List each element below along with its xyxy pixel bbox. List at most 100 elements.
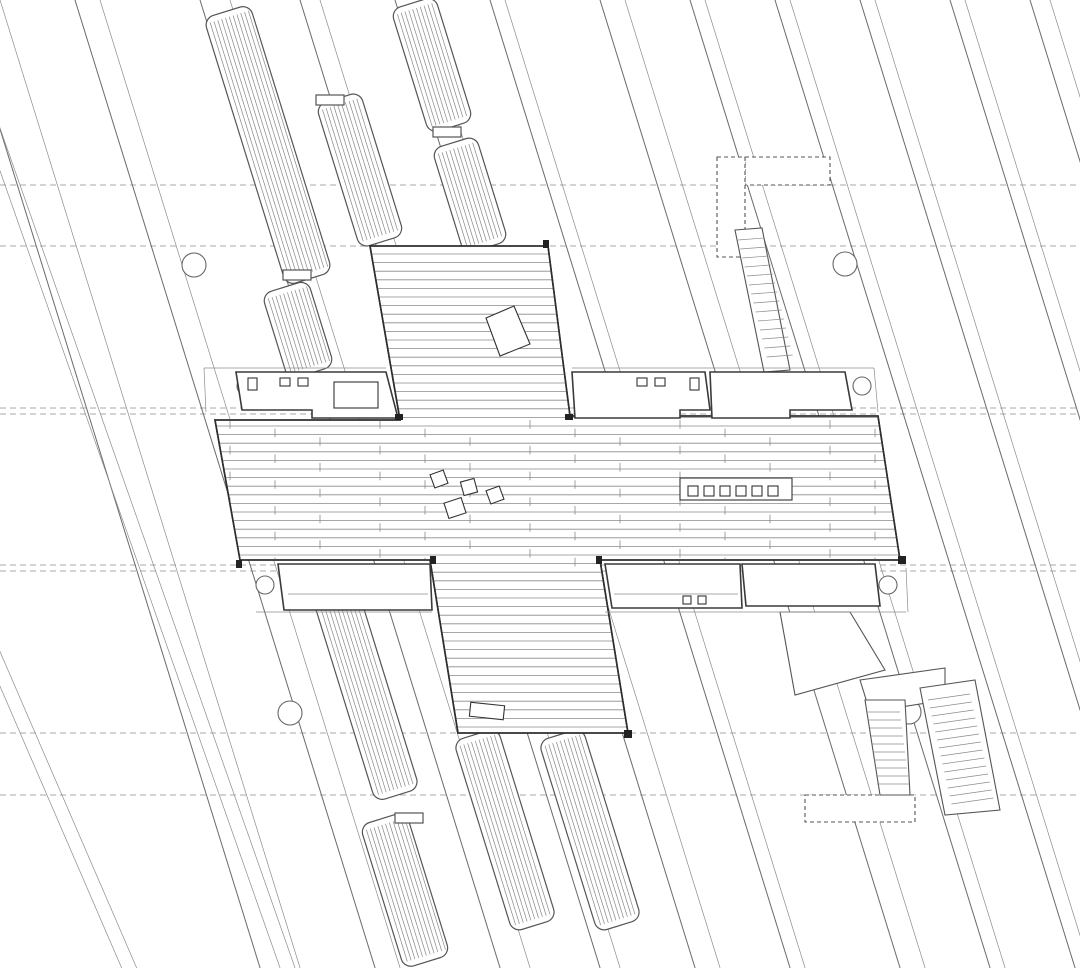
carriage-rib [404,11,441,125]
carriage-rib [471,741,528,922]
carriage-rib [302,287,327,363]
carriage-rib [419,6,456,120]
stair-tread [945,773,989,781]
column [878,575,898,595]
carriage-rib [548,744,605,925]
carriage-rib [352,99,395,232]
room-bottom-left [277,563,433,611]
toilet [689,377,700,391]
stair-tread [746,273,773,277]
stair-tread [949,789,992,797]
track-line [0,169,281,968]
carriage-rib [283,293,308,369]
carriage-rib [381,824,423,957]
corner-posts [236,240,906,738]
carriage-rib [377,826,420,959]
carriage-rib [482,738,539,919]
train-carriage [455,729,555,931]
column [832,251,858,277]
carriage-body [205,6,331,284]
carriage-rib [369,828,412,961]
carriage-rib [366,829,408,962]
carriage-rib [544,745,601,926]
carriage-rib [213,21,294,278]
carriage-rib [468,143,499,238]
stair-tread [947,781,990,789]
track-line [0,127,261,968]
carriage-rib [457,147,487,242]
carriage-body [263,281,333,379]
carriage-rib [373,827,416,960]
stair-tread [944,765,987,773]
train-carriage [361,813,449,967]
carriage-rib [490,735,547,916]
carriage-rib [351,585,414,785]
carriage-rib [240,13,321,270]
carriage-body [433,137,507,253]
carriage-rib [225,17,306,274]
track-line [1029,0,1080,163]
column [181,252,207,278]
carriage-rib [412,9,448,123]
carriage-rib [408,10,445,124]
stair-tread [764,345,791,349]
train-carriage [540,729,640,931]
carriage-rib [575,735,632,916]
basin [682,595,692,605]
carriage-rib [217,20,298,277]
carriage-rib [348,101,391,234]
room-top-right [571,371,711,419]
train-carriage [392,0,472,132]
carriage-rib [329,106,372,239]
carriage-rib [339,588,402,788]
carriage-rib [328,592,391,792]
carriage-rib [464,145,495,239]
carriage-rib [494,734,551,915]
carriage-body [540,729,640,931]
access-stairs [716,156,1001,823]
column [852,376,872,396]
stair-tread [929,701,972,709]
carriage-rib [449,149,480,244]
dining-chair [767,485,779,497]
deck-furniture [429,305,793,721]
carriage-rib [556,741,613,922]
dining-chair [719,485,731,497]
stair-tread [766,354,793,358]
carriage-rib [209,22,290,279]
carriage-rib [236,14,317,271]
carriage-rib [427,4,464,118]
carriage-rib [396,820,439,953]
carriage-rib [331,591,395,791]
carriage-rib [441,152,472,247]
room-top-right-2 [709,371,853,419]
carriage-rib [416,7,452,121]
lounge-chairs [429,469,505,520]
carriage-rib [472,142,503,237]
carriage-rib [474,740,532,921]
carriage-rib [298,288,323,364]
carriage-rib [333,105,376,238]
track-line [0,127,296,968]
carriage-rib [459,745,516,926]
carriage-rib [389,822,431,955]
carriage-rib [486,737,543,917]
carriage-rib [324,593,387,793]
track-line [74,0,376,968]
carriage-rib [453,148,483,243]
carriage-rib [400,818,443,951]
basin [654,377,666,387]
carriage-rib [267,298,292,373]
carriage-coupler [282,269,312,281]
room-bottom-right-2 [741,563,881,607]
carriage-rib [559,740,617,921]
train-carriage [263,281,333,379]
carriage-rib [337,104,379,237]
stair-tread [938,741,981,749]
stair-tread [755,309,782,313]
stair-tread [740,246,767,250]
carriage-rib [341,103,383,236]
carriage-rib [567,738,624,919]
carriage-rib [385,823,427,956]
stair-tread [931,709,974,717]
